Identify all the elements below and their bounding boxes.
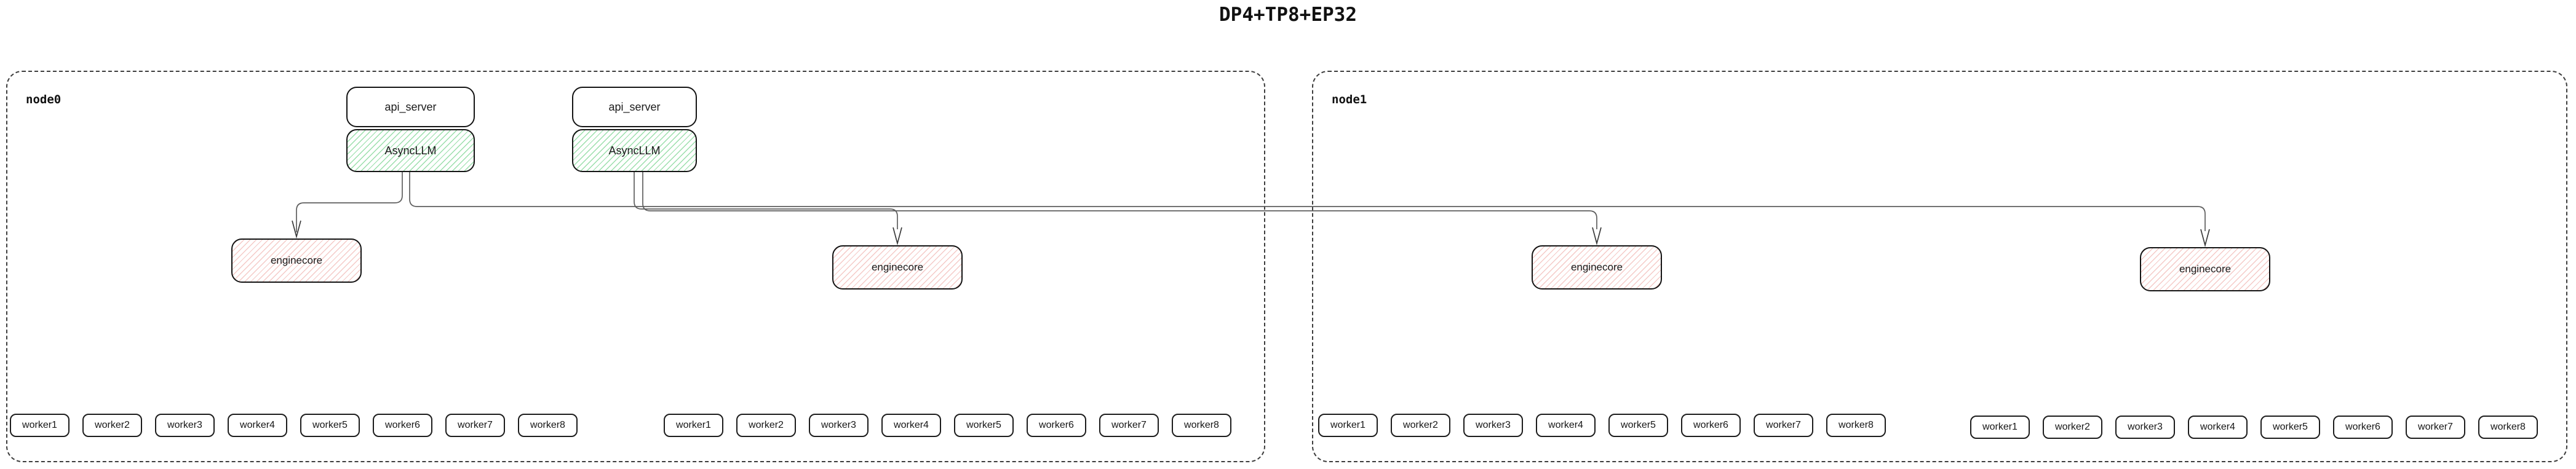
worker-box: worker7 <box>1754 414 1813 437</box>
worker-box: worker8 <box>518 414 578 437</box>
node1-container: node1 <box>1312 71 2567 462</box>
enginecore-box: enginecore <box>832 245 963 290</box>
worker-box: worker4 <box>881 414 941 437</box>
diagram-title: DP4+TP8+EP32 <box>1219 4 1357 26</box>
worker-box: worker1 <box>664 414 723 437</box>
node1-label: node1 <box>1332 93 1367 106</box>
worker-box: worker7 <box>445 414 505 437</box>
worker-box: worker2 <box>736 414 796 437</box>
worker-box: worker2 <box>1391 414 1450 437</box>
worker-box: worker6 <box>1681 414 1741 437</box>
worker-box: worker1 <box>10 414 70 437</box>
worker-box: worker1 <box>1970 416 2030 439</box>
worker-box: worker3 <box>809 414 869 437</box>
worker-box: worker4 <box>2188 416 2248 439</box>
worker-box: worker2 <box>82 414 142 437</box>
worker-box: worker4 <box>1536 414 1596 437</box>
worker-box: worker2 <box>2043 416 2102 439</box>
enginecore-box: enginecore <box>2140 247 2270 291</box>
worker-box: worker3 <box>155 414 215 437</box>
worker-box: worker5 <box>300 414 360 437</box>
node0-container: node0 <box>6 71 1265 462</box>
worker-box: worker5 <box>2260 416 2320 439</box>
worker-box: worker4 <box>228 414 287 437</box>
node0-label: node0 <box>26 93 62 106</box>
worker-box: worker5 <box>954 414 1014 437</box>
enginecore-box: enginecore <box>1532 245 1662 290</box>
worker-box: worker1 <box>1318 414 1378 437</box>
asyncllm-box: AsyncLLM <box>572 129 697 172</box>
worker-box: worker3 <box>1463 414 1523 437</box>
asyncllm-box: AsyncLLM <box>346 129 475 172</box>
worker-box: worker6 <box>373 414 432 437</box>
worker-box: worker7 <box>1099 414 1159 437</box>
worker-box: worker8 <box>2478 416 2538 439</box>
worker-box: worker8 <box>1826 414 1886 437</box>
enginecore-box: enginecore <box>231 238 362 283</box>
worker-box: worker3 <box>2115 416 2175 439</box>
worker-box: worker6 <box>2333 416 2393 439</box>
api-server-box: api_server <box>572 87 697 127</box>
worker-box: worker7 <box>2406 416 2465 439</box>
worker-box: worker8 <box>1172 414 1231 437</box>
worker-box: worker5 <box>1608 414 1668 437</box>
worker-box: worker6 <box>1027 414 1086 437</box>
api-server-box: api_server <box>346 87 475 127</box>
